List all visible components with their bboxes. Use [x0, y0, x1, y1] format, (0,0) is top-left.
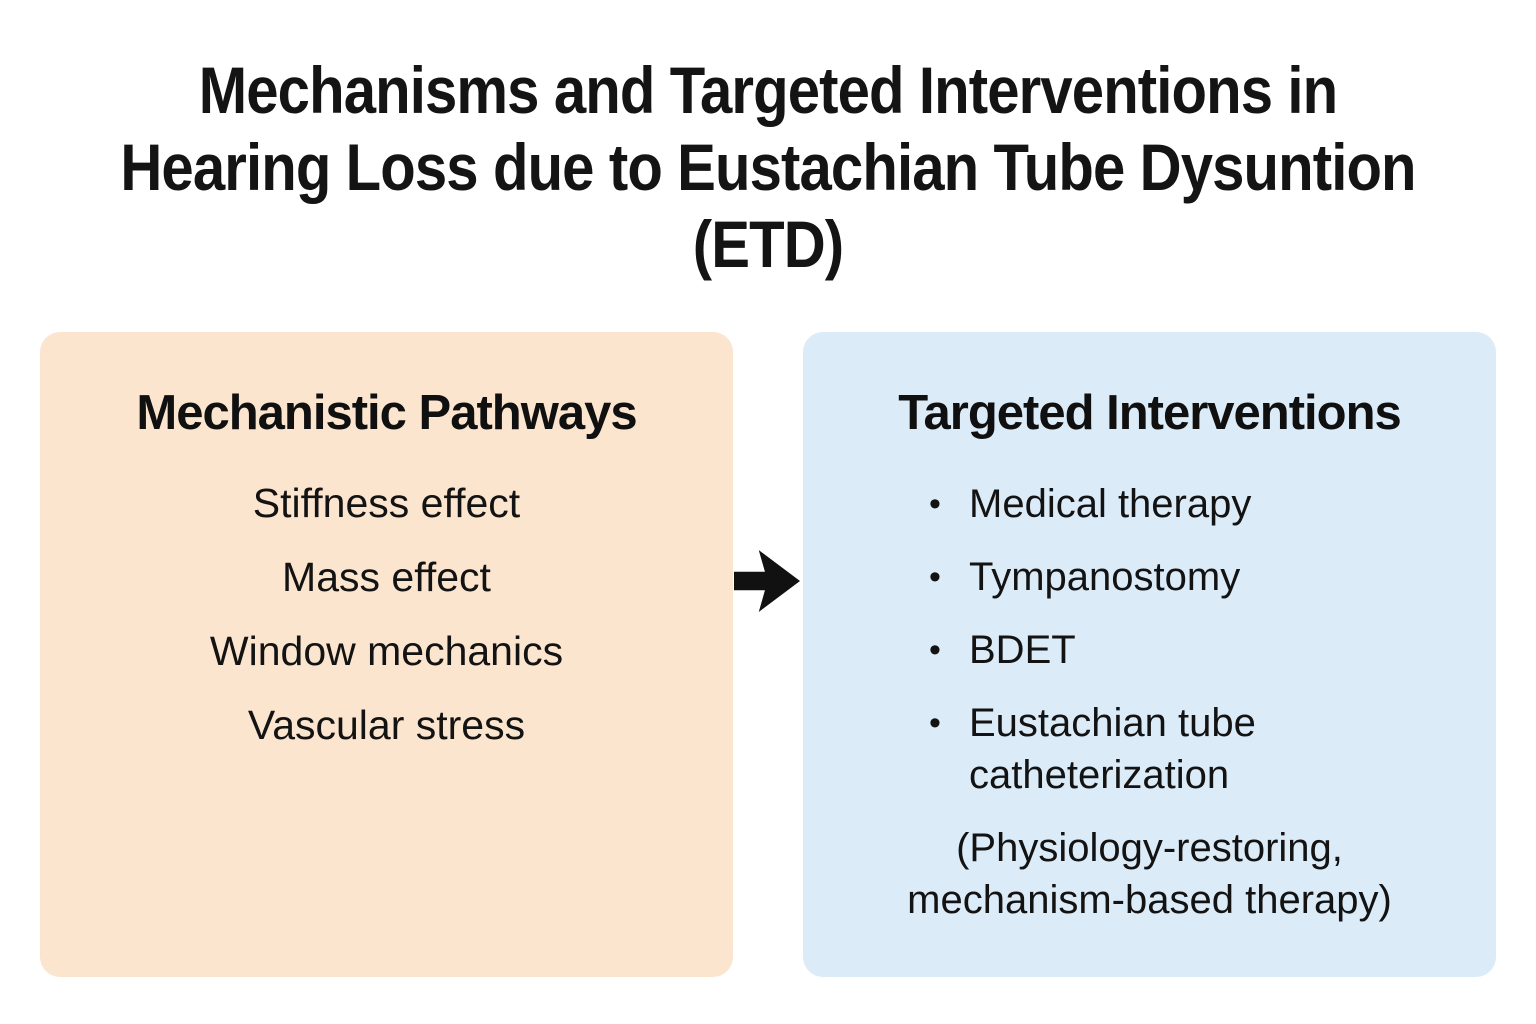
intervention-item-catheterization: • Eustachian tube catheterization [929, 697, 1496, 801]
mechanistic-pathways-heading: Mechanistic Pathways [136, 386, 637, 440]
bullet-icon: • [929, 558, 941, 596]
intervention-item-bdet: • BDET [929, 624, 1496, 676]
bullet-icon: • [929, 631, 941, 669]
intervention-item-tympanostomy: • Tympanostomy [929, 551, 1496, 603]
pathway-item-window: Window mechanics [209, 628, 564, 674]
page-title-line-1: Mechanisms and Targeted Interventions in [198, 53, 1338, 127]
page-title-line-2: Hearing Loss due to Eustachian Tube Dysu… [120, 130, 1416, 204]
intervention-item-label: Medical therapy [969, 482, 1252, 526]
intervention-item-label: Tympanostomy [969, 555, 1241, 599]
intervention-item-list: • Medical therapy • Tympanostomy • BDET … [803, 478, 1496, 801]
pathway-item-mass: Mass effect [282, 554, 491, 600]
pathway-item-stiffness: Stiffness effect [252, 480, 521, 526]
flow-right-arrow-icon [734, 550, 800, 612]
intervention-item-medical: • Medical therapy [929, 478, 1496, 530]
pathway-item-vascular: Vascular stress [247, 702, 526, 748]
intervention-item-label: Eustachian tube catheterization [969, 701, 1256, 797]
targeted-interventions-heading: Targeted Interventions [898, 386, 1402, 440]
bullet-icon: • [929, 704, 941, 742]
targeted-interventions-box: Targeted Interventions • Medical therapy… [803, 332, 1496, 977]
intervention-item-label: BDET [969, 628, 1076, 672]
bullet-icon: • [929, 485, 941, 523]
pathway-item-list: Stiffness effect Mass effect Window mech… [40, 466, 733, 762]
interventions-note: (Physiology-restoring, mechanism-based t… [907, 826, 1392, 922]
page-title: Mechanisms and Targeted Interventions in… [0, 52, 1536, 283]
page-title-line-3: (ETD) [692, 207, 844, 281]
mechanistic-pathways-box: Mechanistic Pathways Stiffness effect Ma… [40, 332, 733, 977]
